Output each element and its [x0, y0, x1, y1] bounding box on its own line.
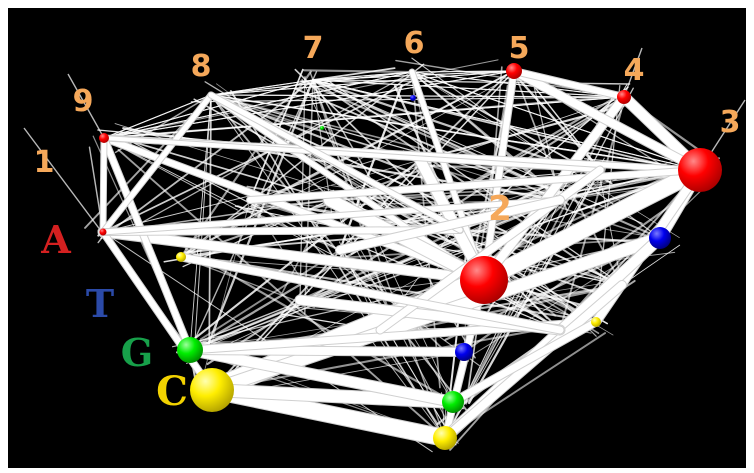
node-g-pos7	[320, 126, 324, 130]
edge-rim	[103, 70, 515, 139]
base-label-c: C	[156, 368, 188, 415]
position-label-1: 1	[34, 145, 55, 180]
node-a-pos2	[460, 256, 508, 304]
position-label-4: 4	[624, 53, 645, 88]
edge-tube	[510, 67, 704, 174]
edge-rim	[312, 71, 413, 81]
position-label-9: 9	[73, 84, 94, 119]
edge-thin	[102, 194, 253, 233]
axis-rod-9	[67, 73, 105, 139]
edge-tube	[101, 135, 193, 353]
position-label-7: 7	[303, 31, 324, 66]
node-t-pos2	[455, 343, 473, 361]
edge-tube	[336, 196, 564, 254]
edge-thin	[189, 255, 198, 351]
edge-tube	[247, 167, 703, 203]
edge-tube	[98, 227, 489, 285]
edge-tube	[511, 68, 627, 100]
position-label-5: 5	[509, 31, 530, 66]
edge-network	[84, 57, 720, 453]
node-t-pos6	[410, 95, 416, 101]
node-a-pos9	[99, 133, 109, 143]
edge-tube	[476, 162, 708, 288]
edge-tube	[100, 227, 463, 235]
node-spheres	[99, 63, 722, 450]
edge-thin	[299, 76, 306, 301]
edge-rim	[210, 71, 413, 96]
edge-tube	[208, 92, 463, 233]
edge-thin	[568, 186, 623, 286]
node-t-pos3	[649, 227, 671, 249]
edge-thin	[444, 87, 634, 439]
node-c-pos2	[433, 426, 457, 450]
node-c-pos1	[190, 368, 234, 412]
edge-tube	[480, 93, 628, 284]
base-label-a: A	[40, 217, 71, 262]
position-label-6: 6	[404, 26, 425, 61]
edge-rim	[312, 79, 625, 98]
edge-rim	[103, 96, 625, 139]
edge-tube	[449, 318, 600, 406]
edge-thin	[172, 237, 661, 348]
edge-rim	[411, 70, 515, 73]
position-label-3: 3	[720, 105, 741, 140]
edge-thin	[210, 94, 429, 151]
edge-thin	[312, 67, 396, 81]
edge-rim	[411, 71, 625, 98]
position-label-8: 8	[191, 49, 212, 84]
edge-thin	[250, 70, 515, 208]
edge-thin	[312, 79, 643, 224]
edge-rim	[103, 94, 212, 139]
edge-tube	[100, 229, 215, 393]
edge-thin	[332, 96, 625, 196]
nucleotide-legend: A T G C	[40, 217, 188, 415]
edge-thin	[190, 96, 625, 103]
edge-rim	[210, 79, 314, 96]
edge-thin	[202, 199, 561, 349]
node-g-pos2	[442, 391, 464, 413]
edge-tube	[185, 345, 458, 407]
position-label-2: 2	[488, 189, 512, 229]
node-c-pos9	[176, 252, 186, 262]
node-a-pos4	[617, 90, 631, 104]
edge-tube	[100, 92, 214, 235]
edge-thin	[194, 255, 598, 324]
position-labels: 1 2 3 4 5 6 7 8 9	[34, 26, 741, 229]
node-a-pos3	[678, 148, 722, 192]
edge-tube	[177, 253, 564, 334]
edge-tube	[100, 197, 563, 235]
edge-rim	[411, 71, 701, 171]
edge-tube	[102, 136, 602, 172]
base-label-t: T	[86, 281, 114, 326]
node-g-pos1	[177, 337, 203, 363]
node-a-pos1	[99, 228, 107, 236]
node-a-pos5	[506, 63, 522, 79]
edge-thin	[303, 69, 414, 74]
edge-tube	[100, 135, 107, 235]
edge-tube	[101, 135, 487, 283]
edge-rim	[210, 94, 701, 171]
edge-thin	[199, 249, 341, 341]
node-c-pos3	[591, 317, 601, 327]
edge-thin	[210, 325, 561, 392]
base-label-g: G	[121, 330, 153, 375]
edge-thin	[338, 84, 403, 252]
